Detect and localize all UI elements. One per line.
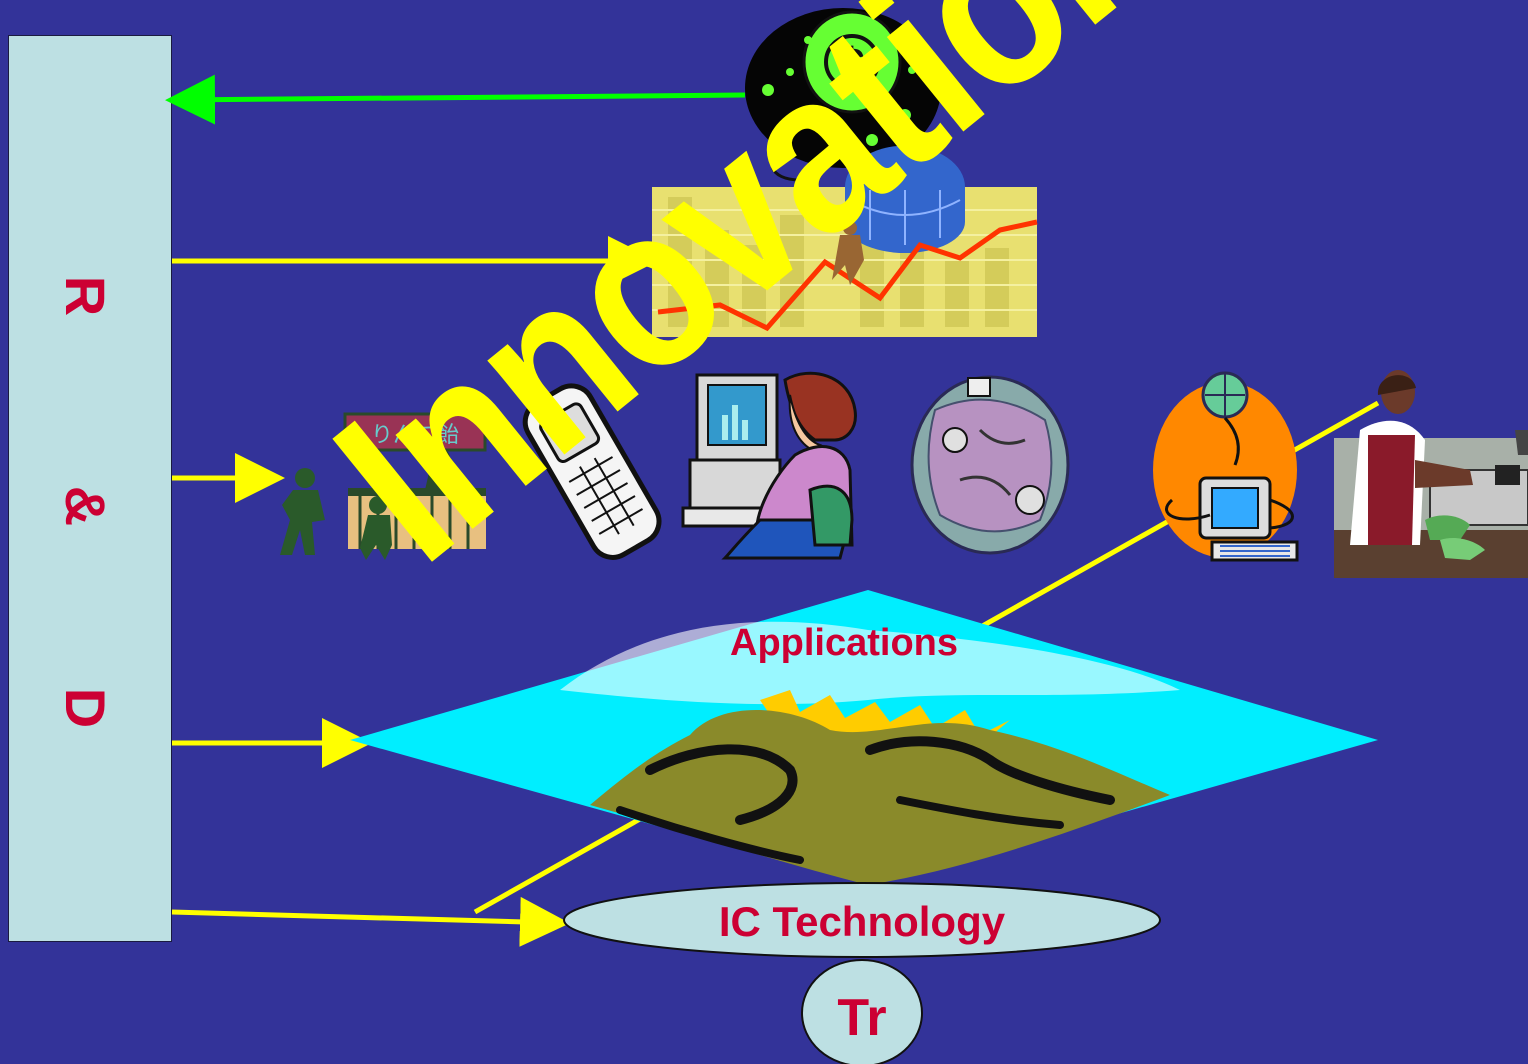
svg-text:りんご飴: りんご飴 [371,423,459,448]
applications-label: Applications [730,622,959,664]
web-computer-icon [1153,371,1299,562]
ic-technology-label: IC Technology [718,898,1006,945]
globe-network-icon [910,375,1070,555]
svg-text:$: $ [839,38,865,90]
arrow-rd-to-ic-technology [171,896,570,947]
computer-user-icon [681,371,857,560]
growth-chart-icon [652,145,1038,337]
money-balloon-icon: $ [745,8,941,182]
mobile-phone-icon [522,383,662,560]
transistor-circle [801,959,923,1064]
rd-bar [8,35,172,942]
transistor-label: Tr [837,989,887,1047]
cashier-icon [1334,370,1528,578]
arrow-money-to-rd [165,74,746,125]
market-stall-icon: りんご飴 [280,412,487,560]
island-platform-icon [350,590,1378,885]
ic-technology-ellipse [563,882,1161,958]
